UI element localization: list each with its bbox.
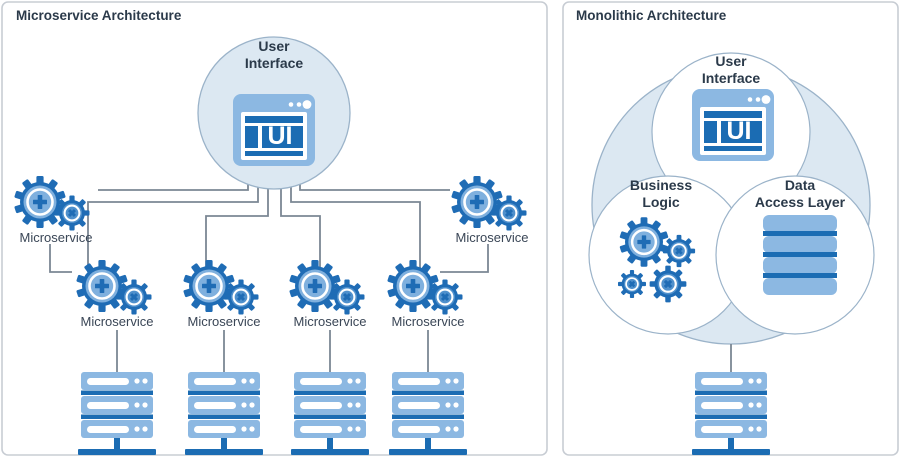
microservice-label-ms-row2-1: Microservice xyxy=(81,314,154,329)
connector-hub-to-ms-row2-4 xyxy=(290,178,421,272)
monolith-ui-content: User Interface UI xyxy=(692,53,774,161)
panel-microservice-frame xyxy=(1,1,548,456)
monolith-business-logic-content: Business Logic xyxy=(617,177,697,304)
monolith-bl-label-line2: Logic xyxy=(642,194,680,210)
monolith-dal-label-line1: Data xyxy=(785,177,816,193)
microservice-node-ms-row2-3[interactable]: Microservice xyxy=(287,258,367,329)
ui-browser-icon: UI xyxy=(692,89,774,161)
microservice-label-ms-row2-4: Microservice xyxy=(392,314,465,329)
connector-hub-to-ms-row2-1 xyxy=(87,178,259,272)
microservice-node-ms-row2-1[interactable]: Microservice xyxy=(74,258,154,329)
connector-hub-to-ms-row2-2 xyxy=(205,179,269,272)
ui-browser-icon-text: UI xyxy=(268,122,293,150)
connector-ms-right-down xyxy=(440,244,489,273)
microservice-node-ms-row2-2[interactable]: Microservice xyxy=(181,258,261,329)
ui-browser-icon: UI xyxy=(233,94,315,166)
panel-monolithic-title: Monolithic Architecture xyxy=(576,8,727,23)
microservice-label-ms-row2-2: Microservice xyxy=(188,314,261,329)
microservice-node-ms-row2-4[interactable]: Microservice xyxy=(385,258,465,329)
microservice-label-ms-right: Microservice xyxy=(456,230,529,245)
panel-microservice: Microservice Architecture xyxy=(1,1,548,456)
microservice-node-ms-right[interactable]: Microservice xyxy=(449,174,529,245)
ui-browser-icon-text: UI xyxy=(727,117,752,145)
user-interface-hub[interactable]: User Interface UI xyxy=(197,36,351,190)
connector-ms-left-down xyxy=(49,244,72,273)
database-stack-icon xyxy=(763,215,837,295)
monolith-bl-label-line1: Business xyxy=(630,177,692,193)
connector-hub-to-ms-row2-3 xyxy=(280,179,321,272)
monolith-ui-label-line1: User xyxy=(715,53,747,69)
panel-microservice-title: Microservice Architecture xyxy=(16,8,182,23)
user-interface-hub-label-line2: Interface xyxy=(245,55,304,71)
user-interface-hub-label-line1: User xyxy=(258,38,290,54)
microservice-label-ms-row2-3: Microservice xyxy=(294,314,367,329)
microservice-node-ms-left[interactable]: Microservice xyxy=(12,174,93,245)
monolith-dal-label-line2: Access Layer xyxy=(755,194,846,210)
monolith-ui-label-line2: Interface xyxy=(702,70,761,86)
connector-group-services xyxy=(49,244,489,380)
microservice-label-ms-left: Microservice xyxy=(20,230,93,245)
monolith-data-access-content: Data Access Layer xyxy=(755,177,846,295)
panel-monolithic: Monolithic Architecture User Interface U… xyxy=(562,1,899,456)
